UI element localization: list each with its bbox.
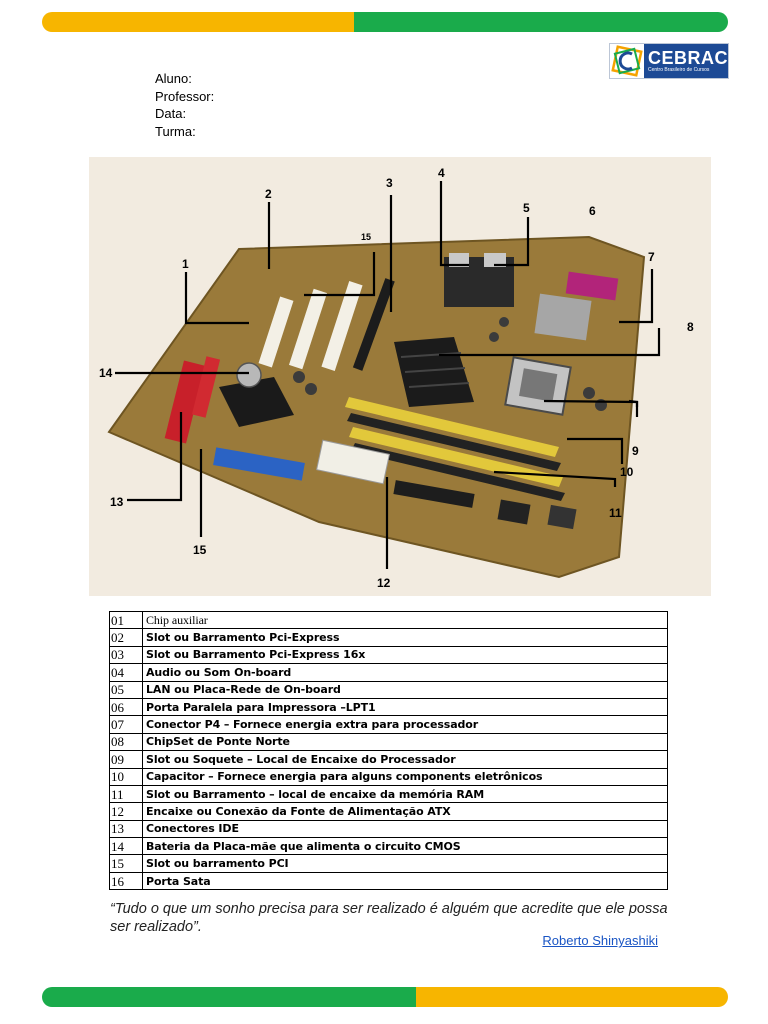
row-description: Slot ou Soquete – Local de Encaixe do Pr… xyxy=(142,750,668,769)
photo-label-15-bottom: 15 xyxy=(193,543,207,557)
photo-label-5: 5 xyxy=(523,201,530,215)
row-code: 15 xyxy=(109,854,143,873)
field-professor: Professor: xyxy=(155,88,215,104)
ram-slot-2 xyxy=(347,413,561,471)
cmos-battery xyxy=(236,362,262,388)
cebrac-logo-text: CEBRAC Centro Brasileiro de Cursos xyxy=(644,44,729,78)
pci-slot-c xyxy=(321,281,363,371)
ram-slot-1 xyxy=(345,397,559,457)
row-code: 08 xyxy=(109,732,143,752)
southbridge-heatsink xyxy=(219,377,294,427)
parallel-port xyxy=(565,271,619,301)
photo-label-12: 12 xyxy=(377,576,391,590)
row-code: 11 xyxy=(109,784,143,804)
row-description: ChipSet de Ponte Norte xyxy=(142,732,668,752)
row-code: 05 xyxy=(109,680,143,699)
cebrac-logo-mark-icon xyxy=(610,44,644,78)
row-description: Chip auxiliar xyxy=(142,610,668,630)
quote-text: “Tudo o que um sonho precisa para ser re… xyxy=(110,901,668,935)
top-color-bar xyxy=(42,12,728,32)
photo-label-9: 9 xyxy=(632,444,639,458)
row-description: Slot ou barramento PCI xyxy=(142,854,668,873)
row-code: 09 xyxy=(109,750,143,769)
row-description: LAN ou Placa-Rede de On-board xyxy=(142,680,668,699)
red-connector xyxy=(164,360,206,444)
logo-name: CEBRAC xyxy=(648,47,729,68)
row-description: Slot ou Barramento – local de encaixe da… xyxy=(142,784,668,804)
row-description: Conectores IDE xyxy=(142,819,668,839)
logo-subtitle: Centro Brasileiro de Cursos xyxy=(648,66,710,73)
pcie-x16-slot xyxy=(352,278,395,371)
row-code: 14 xyxy=(109,837,143,856)
ram-slot-4 xyxy=(351,443,565,501)
quote-author-link[interactable]: Roberto Shinyashiki xyxy=(542,933,658,948)
photo-label-11: 11 xyxy=(609,506,622,520)
cebrac-logo: CEBRAC Centro Brasileiro de Cursos xyxy=(609,43,729,79)
row-description: Porta Sata xyxy=(142,871,668,891)
bottom-color-bar xyxy=(42,987,728,1007)
photo-label-7: 7 xyxy=(648,250,655,264)
photo-label-14: 14 xyxy=(99,366,113,380)
row-code: 16 xyxy=(109,871,143,891)
photo-label-2: 2 xyxy=(265,187,272,201)
blue-ide-connector xyxy=(213,447,305,481)
photo-label-3: 3 xyxy=(386,176,393,190)
row-description: Audio ou Som On-board xyxy=(142,663,668,682)
bottom-bar-green xyxy=(42,987,416,1007)
photo-label-10: 10 xyxy=(620,465,634,479)
row-description: Bateria da Placa-mãe que alimenta o circ… xyxy=(142,837,668,856)
field-turma: Turma: xyxy=(155,123,196,139)
student-info-fields: Aluno: Professor: Data: Turma: xyxy=(155,70,214,140)
row-description: Capacitor – Fornece energia para alguns … xyxy=(142,767,668,786)
row-code: 06 xyxy=(109,697,143,717)
bottom-bar-yellow xyxy=(416,987,728,1007)
motherboard-photo: 1 2 3 4 5 6 7 8 9 10 11 12 13 14 15 15 xyxy=(89,157,711,596)
photo-label-4: 4 xyxy=(438,166,445,180)
row-code: 12 xyxy=(109,802,143,821)
row-code: 07 xyxy=(109,715,143,734)
photo-label-6: 6 xyxy=(589,204,596,218)
atx-power-connector xyxy=(316,439,390,485)
row-code: 13 xyxy=(109,819,143,839)
field-data: Data: xyxy=(155,106,187,121)
row-code: 10 xyxy=(109,767,143,786)
row-description: Encaixe ou Conexão da Fonte de Alimentaç… xyxy=(142,802,668,821)
vrm-heatsink xyxy=(534,293,592,341)
row-description: Conector P4 – Fornece energia extra para… xyxy=(142,715,668,734)
row-description: Slot ou Barramento Pci-Express xyxy=(142,628,668,647)
row-code: 04 xyxy=(109,663,143,682)
pci-slot-b xyxy=(288,288,328,370)
row-code: 02 xyxy=(109,628,143,647)
top-bar-green xyxy=(354,12,728,32)
photo-label-8: 8 xyxy=(687,320,694,334)
field-aluno: Aluno: xyxy=(155,71,192,86)
photo-label-13: 13 xyxy=(110,495,124,509)
top-bar-yellow xyxy=(42,12,354,32)
photo-label-15-top: 15 xyxy=(361,232,371,242)
row-code: 03 xyxy=(109,645,143,665)
row-description: Slot ou Barramento Pci-Express 16x xyxy=(142,645,668,665)
photo-label-1: 1 xyxy=(182,257,189,271)
row-description: Porta Paralela para Impressora –LPT1 xyxy=(142,697,668,717)
row-code: 01 xyxy=(109,610,143,630)
pci-slot-a xyxy=(258,296,294,368)
